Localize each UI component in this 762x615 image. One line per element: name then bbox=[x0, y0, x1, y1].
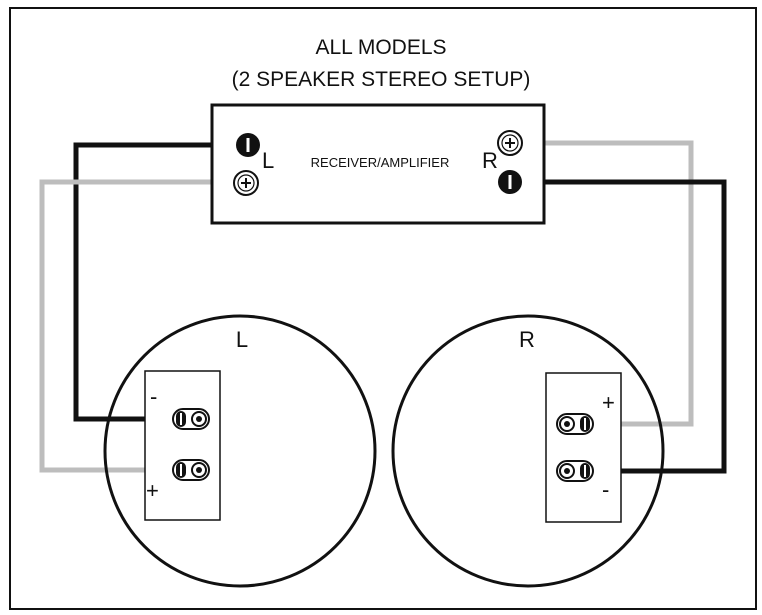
speaker-left-label: L bbox=[236, 327, 248, 352]
wires bbox=[39, 140, 727, 474]
wire-left-positive bbox=[39, 179, 246, 473]
speaker-right-negative-post bbox=[556, 460, 594, 482]
speaker-left-negative-sign: - bbox=[150, 384, 157, 409]
receiver-right-channel-label: R bbox=[482, 148, 498, 173]
receiver-left-positive-terminal bbox=[233, 170, 259, 196]
speaker-left-circle bbox=[103, 314, 377, 588]
speaker-right-negative-sign: - bbox=[602, 477, 609, 502]
receiver-label: RECEIVER/AMPLIFIER bbox=[311, 155, 450, 170]
speaker-right-positive-sign: + bbox=[602, 390, 615, 415]
speaker-left-positive-sign: + bbox=[146, 478, 159, 503]
title-line-1: ALL MODELS bbox=[315, 36, 446, 59]
receiver-left-negative-terminal bbox=[236, 133, 260, 157]
speaker-right-label: R bbox=[519, 327, 535, 352]
wire-left-negative bbox=[73, 142, 248, 422]
receiver-right-positive-terminal bbox=[497, 130, 523, 156]
speaker-left-terminal-plate bbox=[144, 370, 221, 521]
receiver-box bbox=[210, 103, 546, 225]
title-line-2: (2 SPEAKER STEREO SETUP) bbox=[232, 68, 531, 91]
receiver-right-negative-terminal bbox=[498, 170, 522, 194]
speaker-right-positive-post bbox=[556, 413, 594, 435]
speaker-left-positive-post bbox=[172, 459, 210, 481]
speaker-right: R + - bbox=[391, 314, 665, 588]
speaker-right-terminal-plate bbox=[545, 372, 622, 523]
receiver-amplifier: RECEIVER/AMPLIFIER L R bbox=[210, 103, 546, 225]
speaker-left-negative-post bbox=[172, 408, 210, 430]
wire-right-positive bbox=[510, 140, 694, 427]
outer-frame bbox=[9, 7, 757, 610]
receiver-left-channel-label: L bbox=[262, 148, 274, 173]
speaker-left: L - + bbox=[103, 314, 377, 588]
wire-right-negative bbox=[510, 179, 727, 474]
speaker-right-circle bbox=[391, 314, 665, 588]
